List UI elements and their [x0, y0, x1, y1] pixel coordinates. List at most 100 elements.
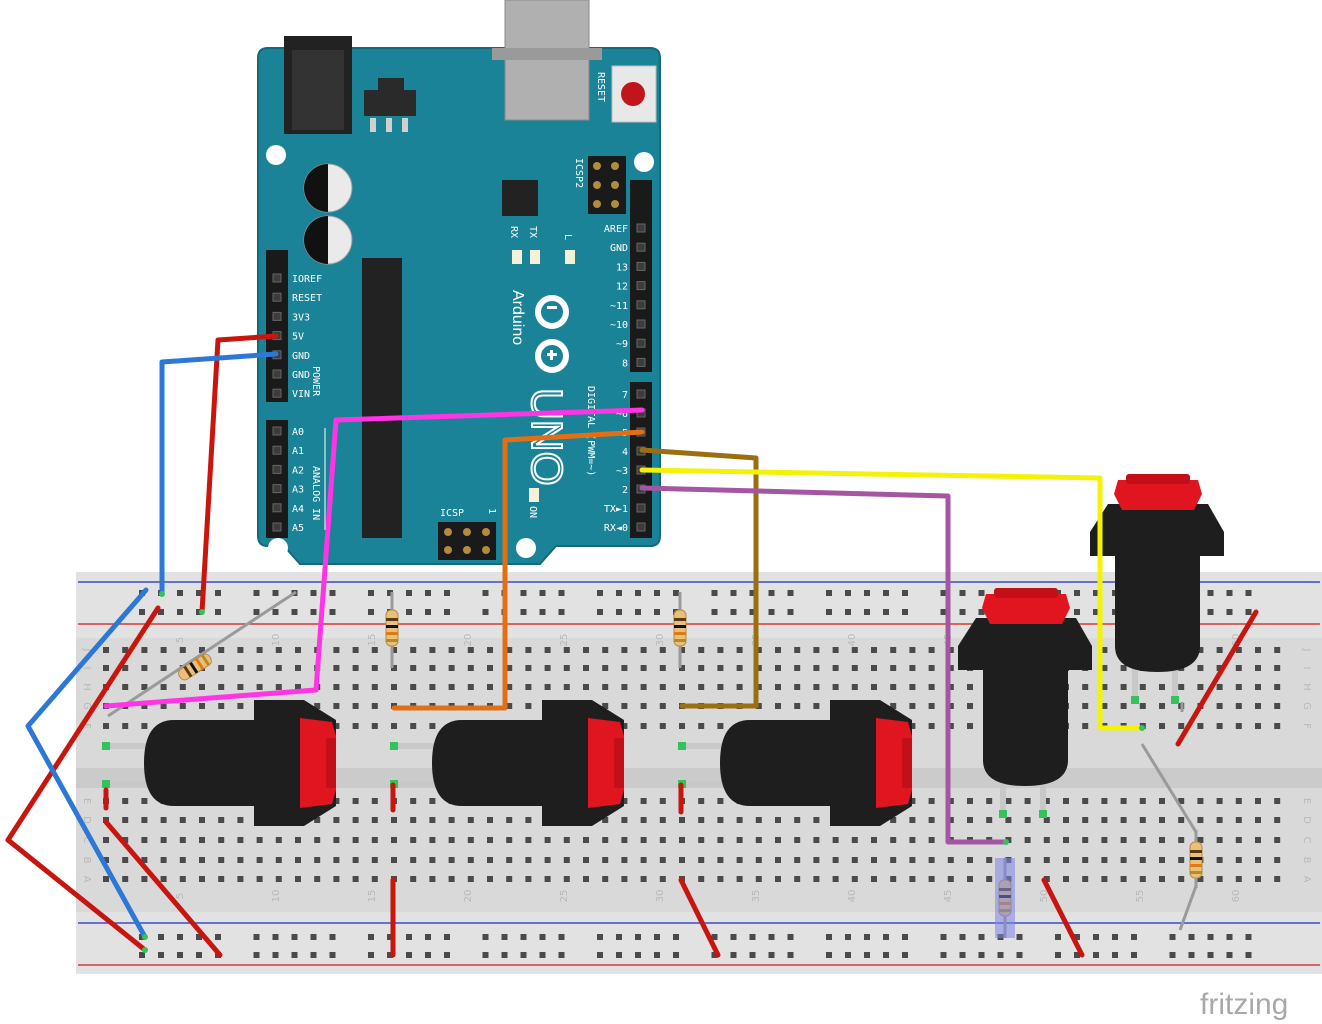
- reset-button-cap[interactable]: [621, 82, 645, 106]
- breadboard-hole: [352, 665, 359, 671]
- breadboard-hole: [1274, 684, 1281, 690]
- rail-hole: [787, 952, 794, 958]
- rail-hole: [635, 609, 641, 615]
- breadboard-hole: [371, 876, 378, 882]
- breadboard-hole: [506, 837, 513, 843]
- breadboard-hole: [717, 817, 724, 823]
- button-cap-face: [326, 738, 336, 788]
- arduino-uno-board: RESET ICSP2 TX RX L Arduino UNO: [257, 0, 661, 565]
- rail-hole: [1245, 934, 1252, 940]
- breadboard-hole: [371, 665, 378, 671]
- breadboard-hole: [621, 723, 628, 729]
- rail-hole: [177, 952, 183, 958]
- push-button[interactable]: [390, 700, 624, 826]
- row-letter: E: [1301, 798, 1312, 804]
- breadboard-hole: [1235, 665, 1242, 671]
- breadboard-hole: [928, 723, 935, 729]
- column-number: 20: [463, 890, 474, 903]
- breadboard-hole: [141, 817, 148, 823]
- breadboard-hole: [1024, 876, 1031, 882]
- rail-hole: [253, 609, 260, 615]
- breadboard-hole: [1235, 647, 1242, 653]
- on-led: [529, 488, 539, 502]
- column-number: 45: [943, 890, 954, 903]
- breadboard-hole: [775, 684, 781, 690]
- rail-hole: [1093, 952, 1099, 958]
- rail-hole: [1207, 590, 1214, 596]
- push-button[interactable]: [958, 588, 1092, 818]
- rail-hole: [539, 934, 546, 940]
- breadboard-hole: [1274, 837, 1281, 843]
- pin-label: TX►1: [604, 504, 628, 515]
- breadboard-hole: [391, 723, 397, 729]
- breadboard-hole: [717, 647, 724, 653]
- rail-hole: [253, 590, 260, 596]
- breadboard-hole: [487, 665, 493, 671]
- row-letter: H: [81, 683, 92, 691]
- breadboard-hole: [679, 817, 685, 823]
- breadboard-hole: [256, 665, 263, 671]
- push-button[interactable]: [1090, 474, 1224, 704]
- breadboard-hole: [986, 798, 993, 804]
- rail-hole: [558, 609, 565, 615]
- rail-hole: [749, 609, 756, 615]
- rail-hole: [635, 934, 641, 940]
- breadboard-hole: [1101, 817, 1108, 823]
- button-housing: [432, 720, 552, 806]
- rail-hole: [387, 934, 393, 940]
- breadboard-hole: [1043, 857, 1050, 863]
- breadboard-hole: [141, 684, 148, 690]
- push-button[interactable]: [678, 700, 912, 826]
- row-letter: J: [81, 648, 92, 652]
- breadboard-hole: [256, 837, 263, 843]
- breadboard-hole: [1024, 857, 1031, 863]
- pin-label: IOREF: [292, 274, 322, 285]
- rail-hole: [1226, 609, 1233, 615]
- breadboard-hole: [506, 817, 513, 823]
- rail-hole: [616, 609, 622, 615]
- breadboard-hole: [179, 837, 186, 843]
- icsp-pins: [444, 528, 490, 554]
- breadboard-hole: [813, 857, 820, 863]
- header-pin: [636, 223, 646, 233]
- rail-hole: [310, 934, 317, 940]
- rail-hole: [673, 590, 679, 596]
- rail-hole: [272, 609, 279, 615]
- button-cap[interactable]: [1114, 480, 1202, 510]
- rail-hole: [425, 590, 431, 596]
- rail-hole: [482, 952, 489, 958]
- breadboard-hole: [871, 876, 877, 882]
- breadboard-hole: [103, 876, 109, 882]
- breadboard-hole: [909, 876, 916, 882]
- push-button[interactable]: [102, 700, 336, 826]
- breadboard-hole: [698, 723, 705, 729]
- analog-header-title: ANALOG IN: [310, 466, 321, 520]
- rail-hole: [768, 609, 775, 615]
- breadboard-hole: [583, 876, 589, 882]
- breadboard-hole: [909, 723, 916, 729]
- column-number: 10: [271, 634, 282, 647]
- rail-hole: [635, 952, 641, 958]
- breadboard-hole: [1024, 837, 1031, 843]
- wire-gnd-blue: [159, 351, 279, 597]
- pin-label: GND: [292, 351, 310, 362]
- breadboard-hole: [1082, 703, 1089, 709]
- header-pin: [272, 426, 282, 436]
- rail-hole: [1245, 590, 1252, 596]
- breadboard-hole: [218, 647, 225, 653]
- breadboard-hole: [1159, 876, 1165, 882]
- rail-hole: [272, 952, 279, 958]
- breadboard-hole: [640, 798, 647, 804]
- breadboard-hole: [544, 857, 551, 863]
- arduino-brand-label: Arduino: [509, 290, 526, 345]
- breadboard-hole: [813, 817, 820, 823]
- breadboard-hole: [333, 703, 340, 709]
- breadboard-hole: [352, 798, 359, 804]
- button-cap[interactable]: [982, 594, 1070, 624]
- breadboard-hole: [1005, 837, 1012, 843]
- breadboard-hole: [621, 798, 628, 804]
- rail-hole: [959, 934, 966, 940]
- breadboard-hole: [947, 857, 954, 863]
- rail-hole: [425, 934, 431, 940]
- breadboard-hole: [640, 817, 647, 823]
